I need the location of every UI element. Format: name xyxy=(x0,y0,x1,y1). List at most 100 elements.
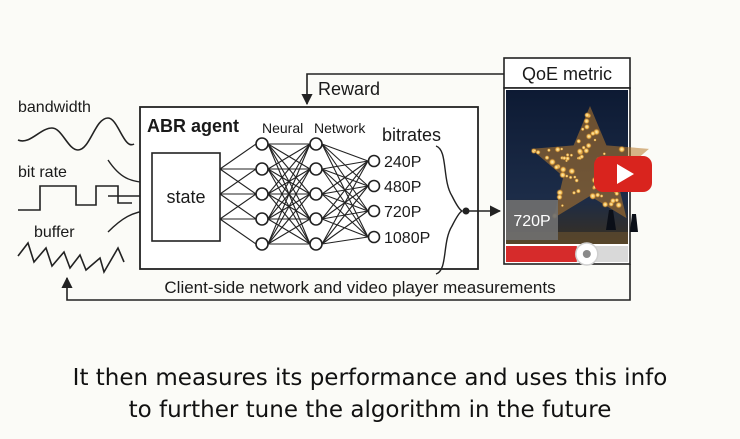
arrow-feedback xyxy=(61,264,631,301)
nn-node xyxy=(255,137,269,151)
silhouette-figures xyxy=(606,210,638,232)
light-bulb xyxy=(599,194,604,198)
light-bulb xyxy=(614,191,620,197)
nn-edge xyxy=(267,193,311,245)
light-bulb xyxy=(574,178,579,183)
light-bulb xyxy=(594,192,601,198)
signal-label-buffer: buffer xyxy=(34,224,75,241)
nn-edge xyxy=(219,218,257,245)
bitrates-title: bitrates xyxy=(382,125,441,145)
signal-label-bitrate: bit rate xyxy=(18,164,67,181)
bitrate-label-1080p: 1080P xyxy=(384,230,430,247)
reward-label: Reward xyxy=(318,79,380,99)
light-bulb xyxy=(581,145,586,150)
video-player: 720P xyxy=(503,87,652,266)
light-bulb xyxy=(544,155,550,161)
bitrate-waveform xyxy=(18,185,132,211)
quality-badge xyxy=(506,200,558,240)
nn-edge xyxy=(321,160,369,195)
light-bulb xyxy=(535,149,541,155)
light-bulb xyxy=(560,204,565,208)
feedback-label: Client-side network and video player mea… xyxy=(164,278,555,297)
progress-scrubber[interactable] xyxy=(575,242,599,266)
light-bulb xyxy=(580,127,585,132)
light-bulb xyxy=(562,155,567,161)
state-box xyxy=(151,152,221,242)
nn-node xyxy=(309,187,323,201)
nn-node xyxy=(255,187,269,201)
bitrates-brace xyxy=(435,145,464,275)
nn-edge xyxy=(321,160,369,220)
light-bulb xyxy=(585,133,593,140)
nn-edge xyxy=(267,143,311,170)
light-bulb xyxy=(618,145,626,153)
light-bulb xyxy=(589,192,597,200)
nn-edge xyxy=(321,185,369,245)
nn-edge xyxy=(267,143,311,195)
network-label: Network xyxy=(314,120,366,136)
light-bulb xyxy=(576,148,584,155)
light-bulb xyxy=(548,158,556,166)
light-bulb xyxy=(560,147,564,151)
nn-node xyxy=(255,212,269,226)
nn-node xyxy=(255,162,269,176)
nn-edge xyxy=(267,168,311,245)
light-bulb xyxy=(533,148,537,153)
light-bulb xyxy=(568,175,573,180)
caption-line-2: to further tune the algorithm in the fut… xyxy=(128,397,612,423)
light-bulb xyxy=(583,123,591,130)
light-bulb xyxy=(601,201,609,208)
light-bulb xyxy=(565,152,570,157)
light-bulb xyxy=(553,164,560,171)
light-bulb xyxy=(559,171,567,179)
buffer-waveform xyxy=(17,241,125,275)
light-bulb xyxy=(615,201,623,209)
bitrate-option-720p: 720P xyxy=(367,204,421,221)
light-bulb xyxy=(584,112,591,119)
light-bulb xyxy=(568,167,576,175)
nn-node xyxy=(309,162,323,176)
light-bulb xyxy=(585,142,592,149)
neural-network-edges xyxy=(219,143,369,245)
light-bulb xyxy=(569,153,574,157)
signal-label-bandwidth: bandwidth xyxy=(18,99,91,116)
nn-node xyxy=(309,237,323,251)
abr-diagram: bandwidth bit rate buffer ABR agent Neur… xyxy=(17,57,652,301)
nn-node xyxy=(255,237,269,251)
nn-node xyxy=(309,137,323,151)
light-bulb xyxy=(571,190,577,195)
state-label: state xyxy=(166,187,205,207)
progress-fill xyxy=(506,246,577,262)
neural-network-nodes xyxy=(255,137,323,251)
light-bulb xyxy=(556,193,563,201)
light-bulb xyxy=(554,146,561,153)
light-bulb xyxy=(576,138,582,144)
light-bulb xyxy=(573,175,577,179)
nn-edge xyxy=(267,143,311,245)
caption-line-1: It then measures its performance and use… xyxy=(72,365,668,391)
light-bulb xyxy=(575,188,582,194)
quality-badge-label: 720P xyxy=(513,213,550,230)
light-bulb xyxy=(559,166,567,173)
bandwidth-waveform xyxy=(17,117,135,151)
light-bulb xyxy=(609,197,617,204)
nn-edge xyxy=(219,168,257,195)
bitrate-option-1080p: 1080P xyxy=(367,230,430,247)
nn-edge xyxy=(267,218,311,245)
light-bulb xyxy=(593,138,597,142)
nn-edge xyxy=(321,210,369,245)
bitrate-label-720p: 720P xyxy=(384,204,421,221)
nn-edge xyxy=(321,160,369,245)
arrow-reward xyxy=(301,73,504,106)
qoe-metric-label: QoE metric xyxy=(522,64,612,84)
light-bulb xyxy=(579,154,585,160)
nn-edge xyxy=(321,160,369,170)
bitrate-label-240p: 240P xyxy=(384,154,421,171)
nn-node xyxy=(309,212,323,226)
bitrate-option-480p: 480P xyxy=(367,179,421,196)
nn-edge xyxy=(267,143,311,220)
play-button[interactable] xyxy=(594,156,652,192)
nn-edge xyxy=(321,236,369,245)
nn-edge xyxy=(219,193,257,220)
play-icon xyxy=(617,164,634,184)
